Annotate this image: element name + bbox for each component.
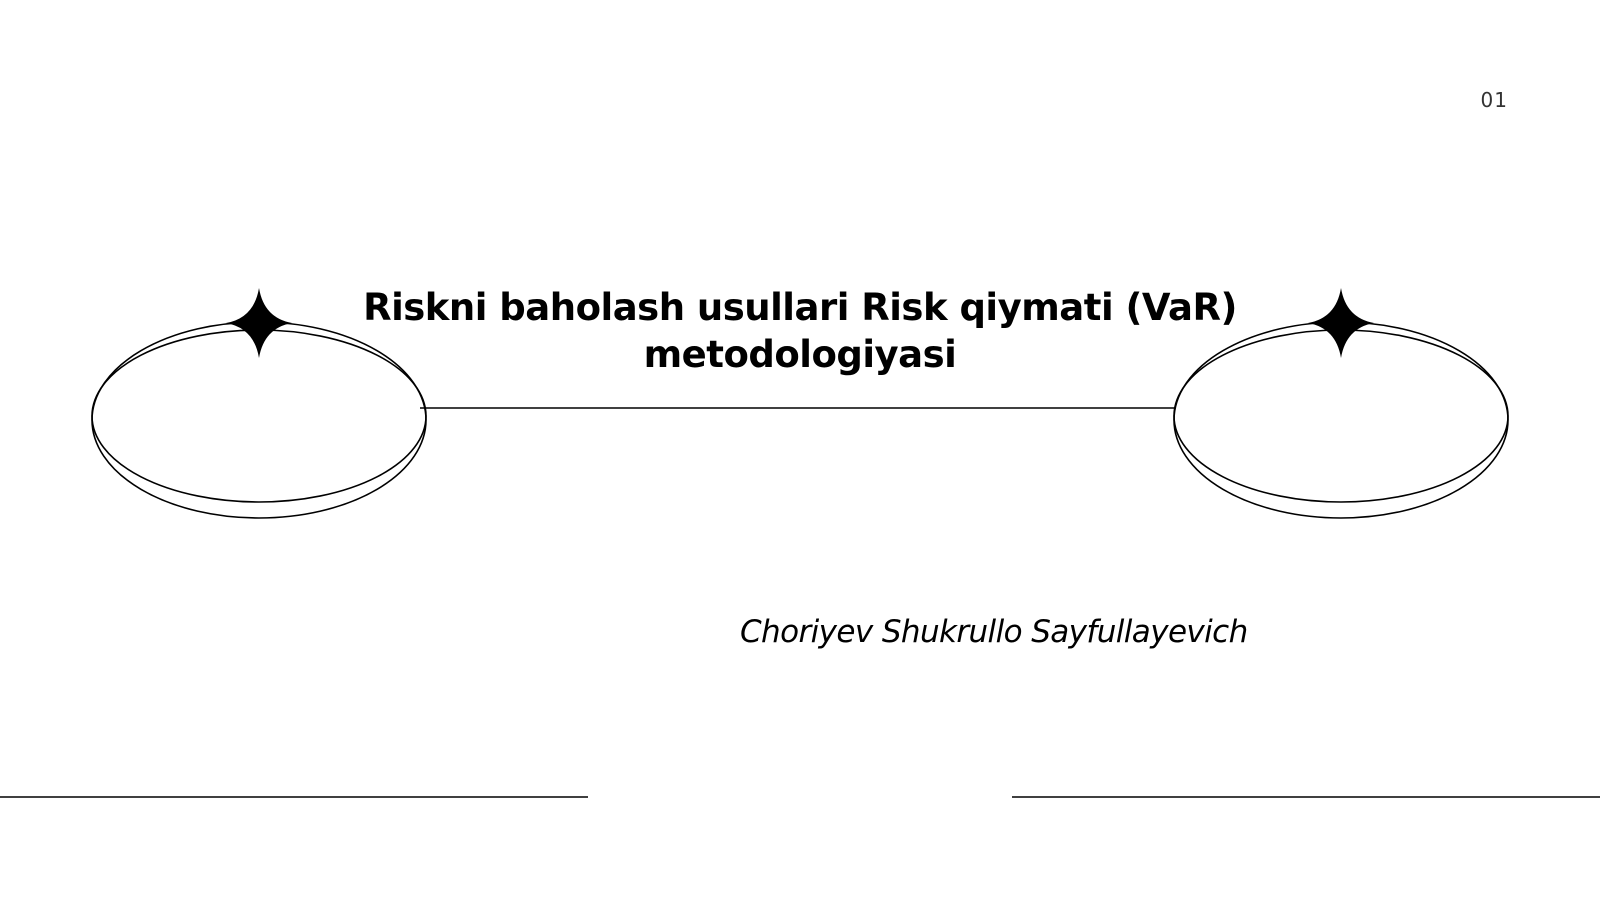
title-line-1: Riskni baholash usullari Risk qiymati (V… bbox=[363, 286, 1237, 329]
page-number: 01 bbox=[1480, 88, 1508, 112]
left-sparkle-icon bbox=[226, 288, 292, 358]
right-sparkle-icon bbox=[1308, 288, 1374, 358]
slide-title: Riskni baholash usullari Risk qiymati (V… bbox=[300, 284, 1300, 378]
author-name: Choriyev Shukrullo Sayfullayevich bbox=[740, 614, 1248, 650]
title-line-2: metodologiyasi bbox=[643, 333, 957, 376]
